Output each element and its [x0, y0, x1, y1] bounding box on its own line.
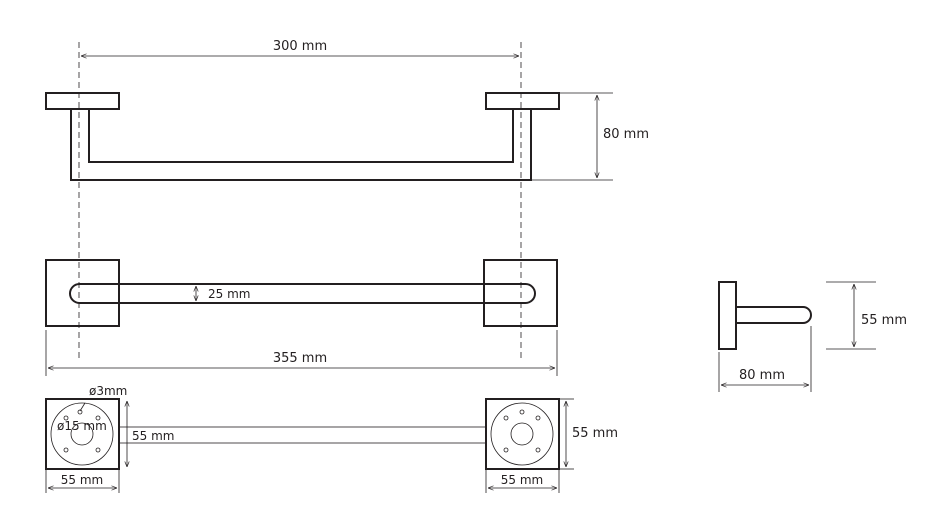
- dim-label-300: 300 mm: [273, 39, 327, 54]
- screw-hole-left-br: [95, 447, 101, 453]
- dim-label-right-w-55: 55 mm: [501, 473, 543, 487]
- screw-hole-left-bl: [63, 447, 69, 453]
- mount-plate-top-left: [45, 92, 120, 110]
- side-view: 55 mm 80 mm: [718, 281, 907, 392]
- screw-hole-right-tr: [535, 415, 541, 421]
- rod-bottom: [118, 426, 487, 444]
- mount-plate-front-left: [45, 259, 120, 327]
- side-plate: [718, 281, 737, 350]
- dim-label-rod-55: 55 mm: [132, 429, 174, 443]
- center-hole-right: [510, 422, 534, 446]
- mount-disc-left: [50, 402, 114, 466]
- towel-bar-front: [69, 283, 536, 304]
- screw-hole-right-bl: [503, 447, 509, 453]
- center-hole-left: [70, 422, 94, 446]
- dim-label-355: 355 mm: [273, 351, 327, 366]
- dim-label-side-55: 55 mm: [861, 313, 907, 328]
- dim-label-plate-h-55: 55 mm: [572, 426, 618, 441]
- screw-hole-top-left: [77, 409, 83, 415]
- mount-plate-bottom-left: [45, 398, 120, 470]
- side-rod: [736, 306, 812, 324]
- screw-hole-right-top: [519, 409, 525, 415]
- screw-hole-left-tl: [63, 415, 69, 421]
- screw-hole-right-tl: [503, 415, 509, 421]
- mount-plate-top-right: [485, 92, 560, 110]
- label-3mm: ø3mm: [89, 384, 127, 398]
- screw-hole-left-tr: [95, 415, 101, 421]
- mount-plate-bottom-right: [485, 398, 560, 470]
- dim-label-25: 25 mm: [208, 287, 250, 301]
- leader-3mm: [79, 402, 86, 412]
- towel-bar-top: [70, 109, 532, 181]
- front-view: 25 mm 355 mm: [45, 259, 558, 376]
- dim-label-80: 80 mm: [603, 127, 649, 142]
- label-15mm: ø15 mm: [57, 419, 107, 433]
- top-view: 300 mm 80 mm: [45, 39, 649, 181]
- mount-disc-right: [490, 402, 554, 466]
- mount-plate-front-right: [483, 259, 558, 327]
- dim-label-side-80: 80 mm: [739, 368, 785, 383]
- screw-hole-right-br: [535, 447, 541, 453]
- dim-label-left-w-55: 55 mm: [61, 473, 103, 487]
- bottom-view: ø3mm ø15 mm 55 mm 55 mm 55 mm 55 mm: [45, 384, 618, 493]
